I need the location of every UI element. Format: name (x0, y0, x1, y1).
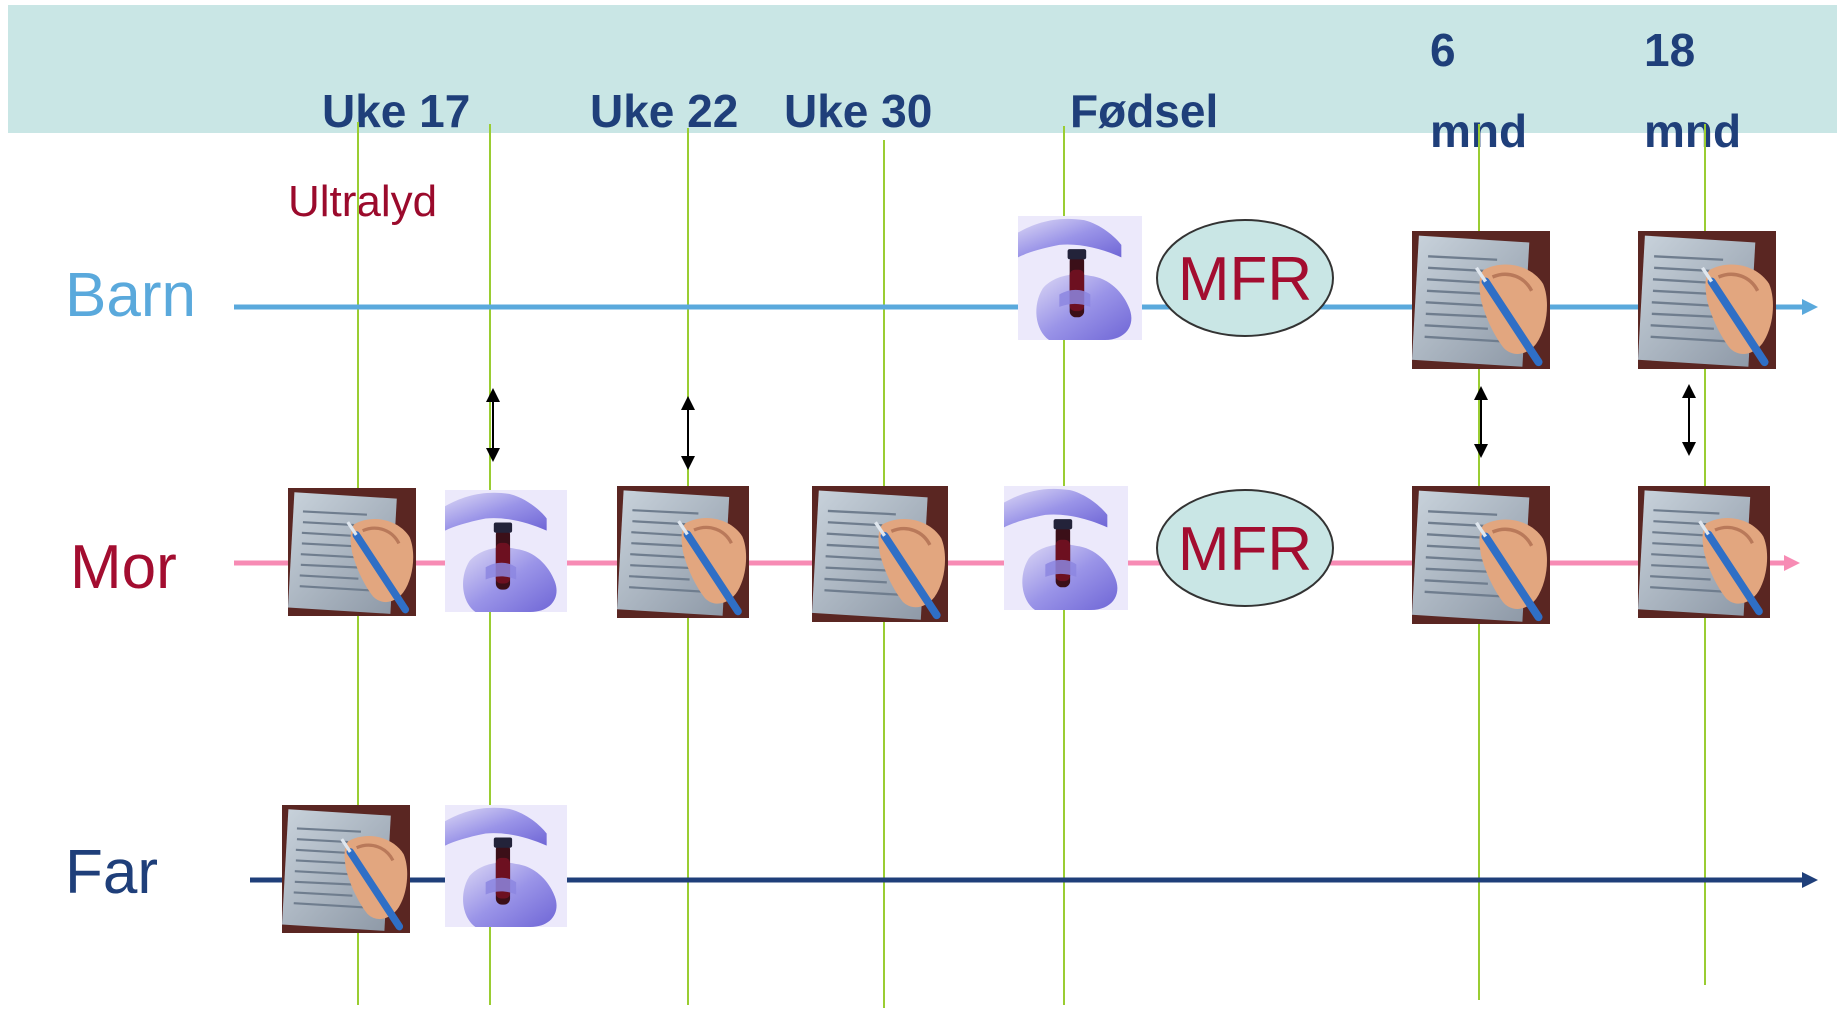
questionnaire-icon (1412, 231, 1550, 369)
timepoint-label-uke17: Uke 17 (322, 85, 471, 137)
questionnaire-icon (1412, 486, 1550, 624)
mfr-label-mor: MFR (1178, 515, 1312, 584)
double-arrow-head-up (1474, 386, 1488, 400)
mfr-registry-badge-mor (1156, 489, 1334, 607)
double-arrow-head-down (681, 456, 695, 470)
blood-sample-icon (445, 805, 567, 927)
blood-sample-icon (445, 490, 567, 612)
mfr-registry-badge-barn (1156, 219, 1334, 337)
timepoint-label-18mnd: 18 mnd (1644, 24, 1742, 157)
double-arrow-head-up (1682, 384, 1696, 398)
blood-sample-icon (1004, 486, 1128, 610)
mfr-label-barn: MFR (1178, 245, 1312, 314)
double-arrow-head-down (1682, 442, 1696, 456)
ultrasound-annotation: Ultralyd (288, 177, 438, 226)
timeline-arrowhead-mor (1784, 555, 1800, 571)
timepoint-header-band (8, 5, 1837, 133)
double-arrow-head-down (486, 448, 500, 462)
timeline-arrowhead-far (1802, 872, 1818, 888)
double-arrow-head-up (486, 388, 500, 402)
timepoint-label-uke30: Uke 30 (784, 85, 933, 137)
blood-sample-icon (1018, 216, 1142, 340)
questionnaire-icon (1638, 486, 1770, 618)
questionnaire-icon (282, 805, 410, 933)
row-label-barn: Barn (65, 261, 196, 330)
questionnaire-icon (617, 486, 749, 618)
row-label-mor: Mor (70, 533, 177, 602)
questionnaire-icon (812, 486, 948, 622)
questionnaire-icon (288, 488, 416, 616)
row-label-far: Far (65, 838, 158, 907)
timepoint-label-fodsel: Fødsel (1070, 85, 1219, 137)
double-arrow-head-down (1474, 444, 1488, 458)
timeline-arrowhead-barn (1802, 299, 1818, 315)
double-arrow-head-up (681, 396, 695, 410)
questionnaire-icon (1638, 231, 1776, 369)
timepoint-label-uke22: Uke 22 (590, 85, 739, 137)
